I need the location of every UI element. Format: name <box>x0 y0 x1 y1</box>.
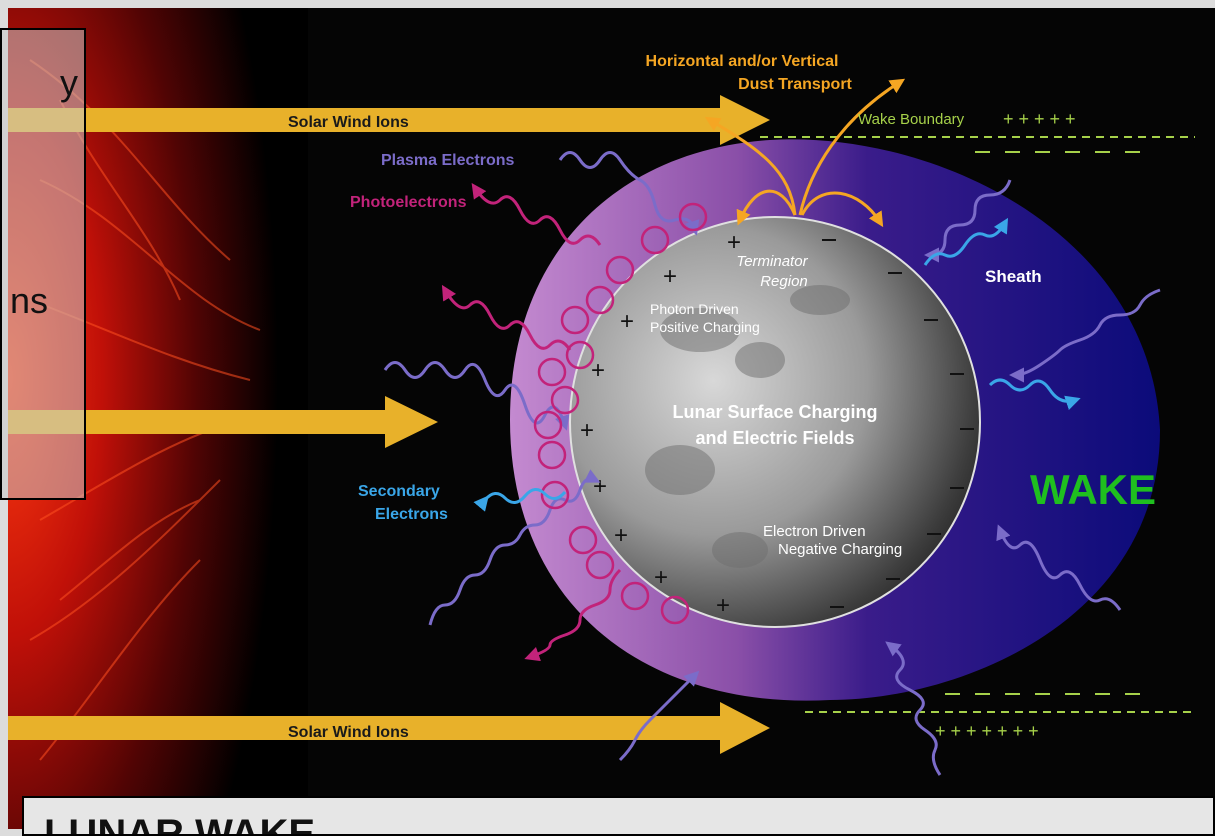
caption-text: LUNAR WAKE <box>44 812 316 836</box>
svg-text:+: + <box>620 308 634 335</box>
center-label-2: and Electric Fields <box>695 428 854 448</box>
dust-transport-arrows <box>704 78 906 228</box>
svg-text:+: + <box>591 357 605 384</box>
positive-charges: + + + + + + + + + <box>580 229 741 619</box>
svg-text:+: + <box>716 592 730 619</box>
photoelectron-loops <box>533 202 708 625</box>
center-label-1: Lunar Surface Charging <box>672 402 877 422</box>
svg-text:+: + <box>614 522 628 549</box>
overlay-text-box: y ns <box>0 28 86 500</box>
overlay-text-line-2: ns <box>10 280 49 321</box>
svg-text:+: + <box>727 229 741 256</box>
svg-text:+: + <box>663 263 677 290</box>
plasma-electrons-label: Plasma Electrons <box>381 152 515 169</box>
photon-driven-label-1: Photon Driven <box>650 301 739 317</box>
dust-transport-label-1: Horizontal and/or Vertical <box>646 53 839 70</box>
terminator-label-2: Region <box>760 273 808 290</box>
svg-text:+ + + + +: + + + + + <box>1003 109 1076 129</box>
solar-wind-arrow-middle <box>8 396 438 448</box>
caption-box: LUNAR WAKE <box>22 796 1215 836</box>
solar-wind-arrow-top <box>8 95 770 145</box>
secondary-electron-arrows <box>473 217 1081 512</box>
solar-wind-label-top: Solar Wind Ions <box>288 114 409 131</box>
wake-boundary-label: Wake Boundary <box>858 111 965 128</box>
svg-text:+ + + + + + +: + + + + + + + <box>935 721 1039 741</box>
plasma-electron-arrows <box>383 151 1161 776</box>
svg-text:+: + <box>593 473 607 500</box>
negative-charges <box>822 239 974 608</box>
photoelectron-arrows <box>441 183 622 662</box>
wake-boundary-plus-marks: + + + + + + + + + + + + <box>935 109 1076 741</box>
solar-wind-label-bottom: Solar Wind Ions <box>288 724 409 741</box>
moon-craters <box>645 285 850 568</box>
terminator-label-1: Terminator <box>736 253 808 270</box>
svg-text:+: + <box>654 564 668 591</box>
solar-wind-arrows <box>8 95 770 754</box>
secondary-electrons-label-1: Secondary <box>358 483 440 500</box>
electron-driven-label-2: Negative Charging <box>778 541 902 558</box>
solar-wind-arrow-bottom <box>8 702 770 754</box>
overlay-text-line-1: y <box>60 62 78 103</box>
wake-label: WAKE <box>1030 466 1156 513</box>
wake-boundary-lines <box>760 136 1195 713</box>
photoelectrons-label: Photoelectrons <box>350 194 467 211</box>
sheath-label: Sheath <box>985 267 1042 286</box>
wake-boundary-minus-marks <box>945 151 1140 695</box>
photon-driven-label-2: Positive Charging <box>650 319 760 335</box>
dust-transport-label-2: Dust Transport <box>738 76 852 93</box>
secondary-electrons-label-2: Electrons <box>375 506 448 523</box>
electron-driven-label-1: Electron Driven <box>763 523 866 540</box>
svg-text:+: + <box>580 417 594 444</box>
